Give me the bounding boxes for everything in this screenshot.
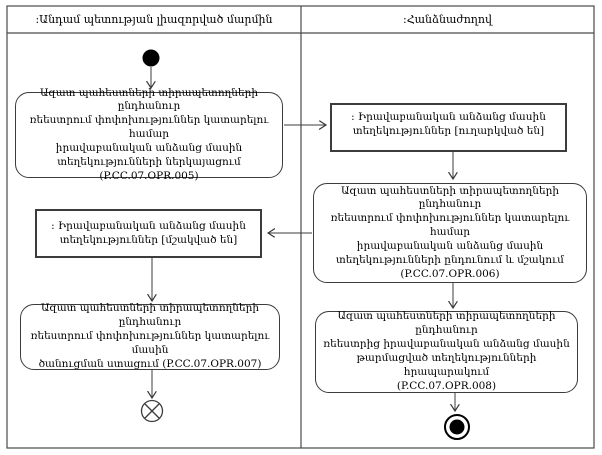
object-node-info-processed: : Իրավաբանական անձանց մասին տեղեկություն…	[35, 209, 262, 258]
flow-final-icon	[140, 399, 164, 423]
lane-title: :Անդամ պետության լիազորված մարմին	[35, 13, 273, 26]
activity-opr006: Ազատ պահեստների տիրապետողների ընդհանուր …	[313, 183, 587, 283]
activity-opr007: Ազատ պահեստների տիրապետողների ընդհանուր …	[20, 302, 280, 370]
object-node-info-sent: : Իրավաբանական անձանց մասին տեղեկություն…	[330, 103, 567, 152]
activity-opr008: Ազատ պահեստների տիրապետողների ընդհանուր …	[315, 310, 578, 393]
lane-title: :Հանձնաժողով	[403, 13, 492, 26]
activity-opr005: Ազատ պահեստների տիրապետողների ընդհանուր …	[15, 87, 283, 182]
initial-node-icon	[142, 49, 160, 67]
activity-final-icon	[444, 414, 470, 440]
lane-header-member-state-authority: :Անդամ պետության լիազորված մարմին	[8, 7, 300, 32]
lane-header-commission: :Հանձնաժողով	[302, 7, 593, 32]
